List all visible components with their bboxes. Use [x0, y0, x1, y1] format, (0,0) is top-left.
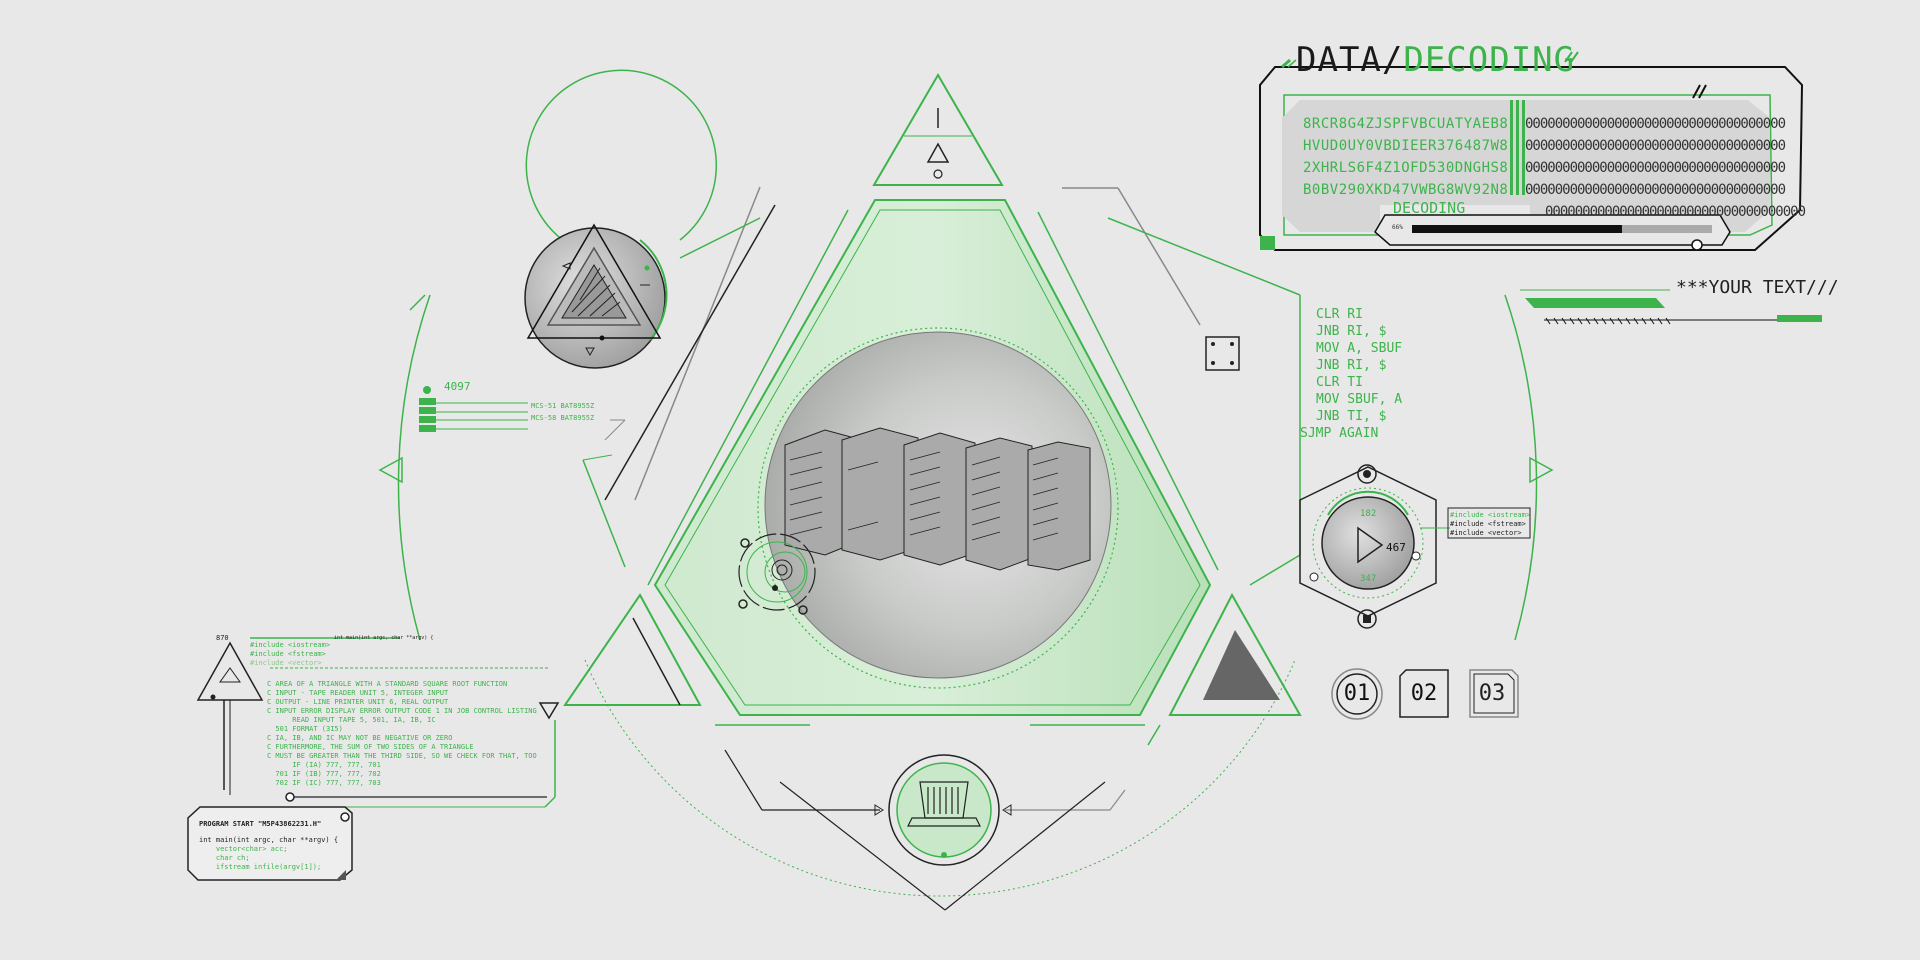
asm-line: SJMP AGAIN — [1300, 426, 1379, 441]
decoding-row: B0BV290XKD47VWBG8WV92N8 — [1303, 182, 1509, 198]
include-line: #include <iostream> — [1450, 511, 1531, 519]
title-part-data: DATA/ — [1296, 40, 1404, 80]
code-header-number: 870 — [216, 634, 229, 642]
fortran-line: C OUTPUT - LINE PRINTER UNIT 6, REAL OUT… — [267, 698, 449, 706]
fortran-line: 701 IF (IB) 777, 777, 702 — [267, 770, 381, 778]
decoding-label: DECODING — [1393, 199, 1466, 217]
title-part-decoding: DECODING — [1403, 40, 1576, 80]
player-bottom-value: 347 — [1360, 574, 1377, 584]
record-button[interactable] — [1359, 466, 1375, 482]
decoding-placeholder-boxes: 00000000000000000000000000000000000 — [1525, 160, 1786, 176]
server-racks-illustration — [784, 427, 1091, 571]
counter-value: 4097 — [444, 380, 471, 393]
decoding-row: 2XHRLS6F4Z1OFD530DNGHS8 — [1303, 160, 1509, 176]
asm-line: JNB RI, $ — [1316, 324, 1387, 339]
fortran-line: C MUST BE GREATER THAN THE THIRD SIDE, S… — [267, 752, 537, 760]
include-line: #include <vector> — [1450, 529, 1522, 537]
decoding-placeholder-boxes: 00000000000000000000000000000000000 — [1545, 204, 1806, 220]
asm-line: JNB TI, $ — [1316, 409, 1387, 424]
step-button-03[interactable]: 03 — [1478, 681, 1506, 706]
fortran-line: IF (IA) 777, 777, 701 — [267, 761, 381, 769]
program-line: char ch; — [199, 854, 250, 862]
fortran-code-block: C AREA OF A TRIANGLE WITH A STANDARD SQU… — [267, 680, 537, 788]
step-button-02[interactable]: 02 — [1410, 681, 1438, 706]
program-line: int main(int argc, char **argv) { — [199, 836, 339, 844]
stop-button[interactable] — [1359, 607, 1375, 623]
decoding-progress-fill — [1412, 225, 1622, 233]
asm-line: MOV A, SBUF — [1316, 341, 1403, 356]
program-line: ifstream infile(argv[1]); — [199, 863, 322, 871]
include-line: #include <iostream> — [250, 641, 331, 649]
include-line: #include <vector> — [250, 659, 322, 667]
fortran-line: 702 IF (IC) 777, 777, 703 — [267, 779, 381, 787]
asm-line: JNB RI, $ — [1316, 358, 1387, 373]
fortran-line: C INPUT ERROR DISPLAY ERROR OUTPUT CODE … — [267, 707, 537, 715]
decoding-percent: 66% — [1392, 224, 1403, 231]
decoding-placeholder-boxes: 00000000000000000000000000000000000 — [1525, 138, 1786, 154]
play-button[interactable] — [1357, 533, 1381, 557]
include-line: #include <fstream> — [1450, 520, 1526, 528]
mcs-label: MCS-51 BAT8955Z — [531, 402, 595, 410]
mcs-label: MCS-58 BAT8955Z — [531, 414, 595, 422]
code-header-note: int main(int argc, char **argv) { — [334, 635, 434, 641]
program-line: vector<char> acc; — [199, 845, 288, 853]
fortran-line: C INPUT - TAPE READER UNIT 5, INTEGER IN… — [267, 689, 449, 697]
decoding-row: HVUD0UY0VBDIEER376487W8 — [1303, 138, 1509, 154]
player-center-value: 467 — [1386, 541, 1406, 554]
fortran-line: READ INPUT TAPE 5, 501, IA, IB, IC — [267, 716, 436, 724]
fortran-line: C IA, IB, AND IC MAY NOT BE NEGATIVE OR … — [267, 734, 453, 742]
fortran-line: C AREA OF A TRIANGLE WITH A STANDARD SQU… — [267, 680, 508, 688]
page-title: DATA/DECODING — [1296, 40, 1575, 80]
asm-line: CLR RI — [1316, 307, 1363, 322]
asm-line: CLR TI — [1316, 375, 1363, 390]
program-start-line: PROGRAM START "M5P43862231.H" — [199, 820, 322, 828]
include-line: #include <fstream> — [250, 650, 326, 658]
asm-line: MOV SBUF, A — [1316, 392, 1403, 407]
your-text-label: ***YOUR TEXT/// — [1676, 277, 1839, 298]
decoding-placeholder-boxes: 00000000000000000000000000000000000 — [1525, 116, 1786, 132]
decoding-placeholder-boxes: 00000000000000000000000000000000000 — [1525, 182, 1786, 198]
decoding-row: 8RCR8G4ZJSPFVBCUATYAEB8 — [1303, 116, 1509, 132]
fortran-line: C FURTHERMORE, THE SUM OF TWO SIDES OF A… — [267, 743, 474, 751]
fortran-line: 501 FORMAT (3I5) — [267, 725, 343, 733]
player-top-value: 182 — [1360, 509, 1377, 519]
step-button-01[interactable]: 01 — [1343, 681, 1371, 706]
